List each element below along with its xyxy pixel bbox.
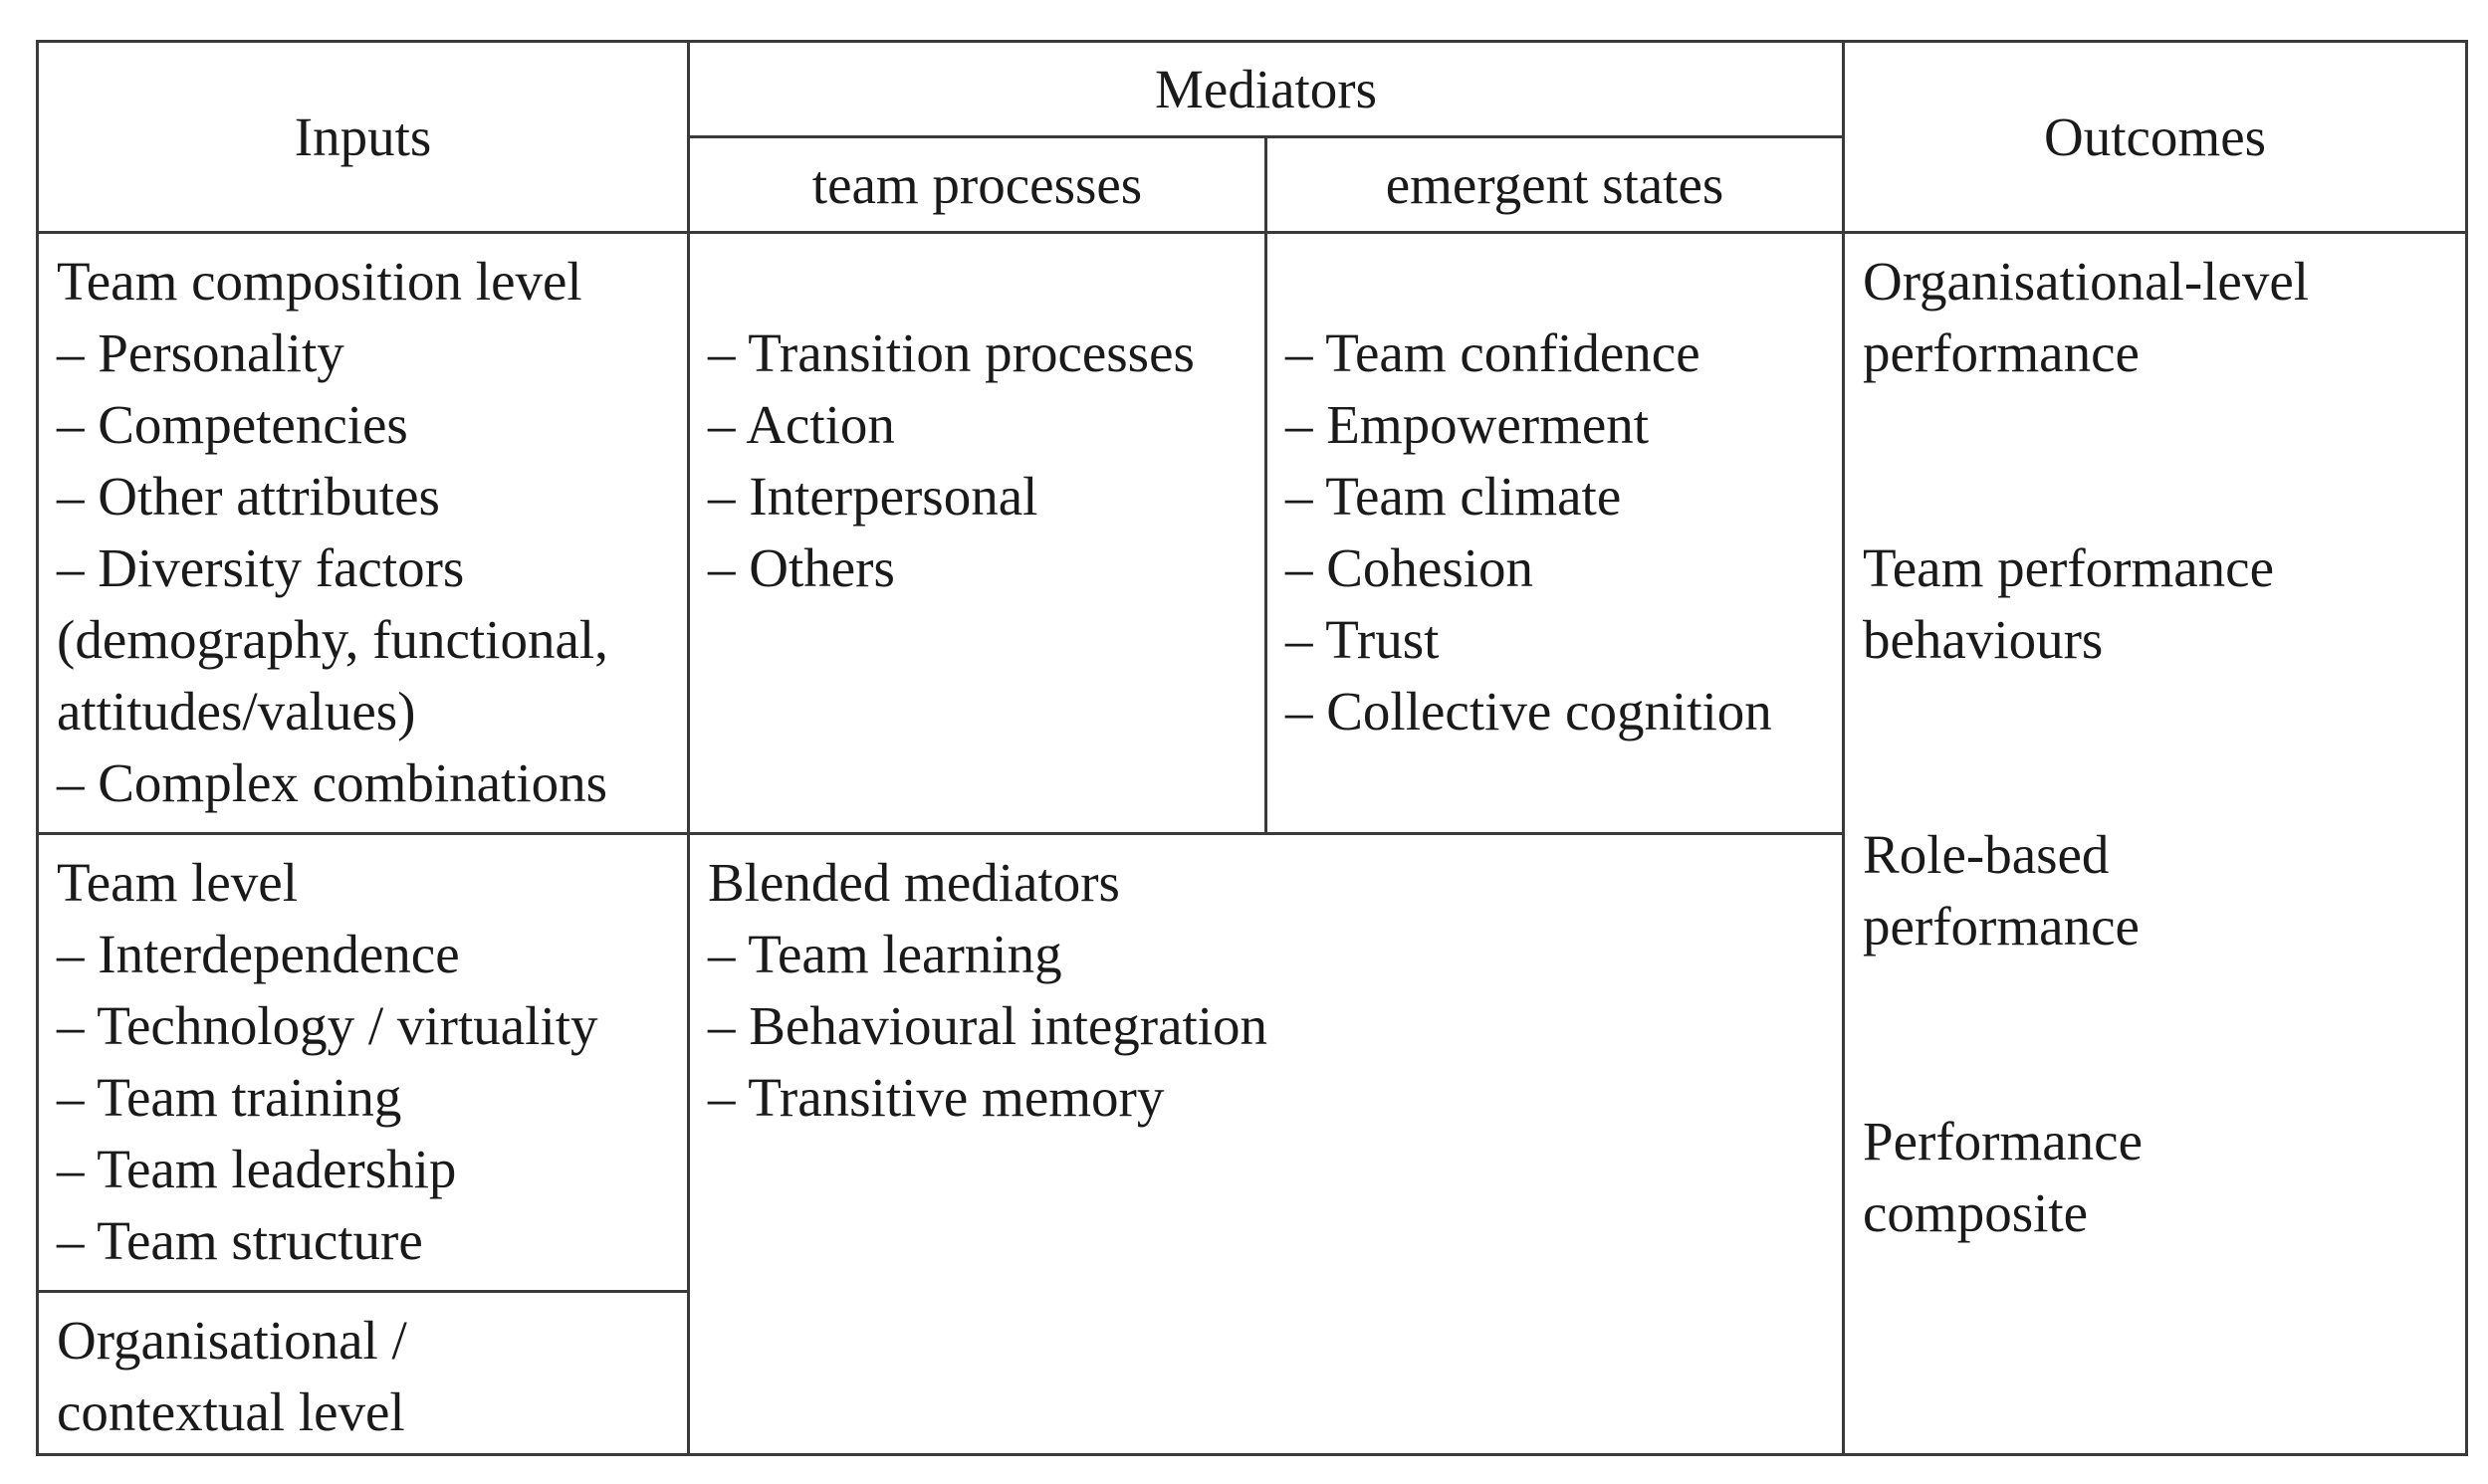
outcome-group: Performance composite [1863, 1106, 2447, 1249]
blended-mediators-item: – Transitive memory [708, 1067, 1165, 1128]
outcome-line: composite [1863, 1182, 2089, 1243]
team-composition-title: Team composition level [57, 251, 582, 312]
outcome-group: Organisational-level performance [1863, 246, 2447, 389]
header-inputs: Inputs [36, 40, 690, 234]
header-outcomes: Outcomes [1842, 40, 2469, 234]
team-level-cell: Team level – Interdependence – Technolog… [36, 832, 690, 1293]
header-emergent-states: emergent states [1263, 135, 1846, 234]
team-composition-item: – Personality [57, 322, 344, 383]
emergent-states-item: – Team confidence [1285, 322, 1700, 383]
team-level-title: Team level [57, 852, 298, 913]
team-processes-item: – Others [708, 537, 895, 598]
blended-mediators-cell: Blended mediators – Team learning – Beha… [686, 832, 1846, 1456]
outcome-line: performance [1863, 322, 2140, 383]
team-processes-cell: – Transition processes – Action – Interp… [687, 231, 1267, 835]
outcome-line: Team performance [1863, 537, 2274, 598]
emergent-states-item: – Trust [1285, 609, 1440, 670]
outcome-line: Role-based [1863, 824, 2110, 885]
emergent-states-item: – Collective cognition [1285, 681, 1772, 742]
outcome-line: Performance [1863, 1111, 2143, 1171]
outcomes-cell: Organisational-level performance Team pe… [1842, 231, 2469, 1456]
outcome-group: Team performance behaviours [1863, 532, 2447, 676]
team-processes-item: – Action [708, 394, 895, 455]
organisational-level-cell: Organisational / contextual level [36, 1290, 690, 1456]
emergent-states-item: – Team climate [1285, 466, 1622, 527]
organisational-line: contextual level [57, 1381, 405, 1442]
blended-mediators-item: – Team learning [708, 924, 1062, 984]
header-team-processes: team processes [687, 135, 1267, 234]
header-mediators: Mediators [686, 40, 1846, 138]
blended-mediators-title: Blended mediators [708, 852, 1120, 913]
team-composition-item: – Competencies [57, 394, 408, 455]
team-level-item: – Team training [57, 1067, 402, 1128]
outcome-line: behaviours [1863, 609, 2104, 670]
organisational-line: Organisational / [57, 1310, 407, 1371]
team-level-item: – Team structure [57, 1210, 423, 1271]
imo-framework-table: Inputs Mediators Outcomes team processes… [36, 40, 2469, 1456]
emergent-states-item: – Empowerment [1285, 394, 1650, 455]
outcome-line: Organisational-level [1863, 251, 2310, 312]
team-composition-item: – Other attributes [57, 466, 440, 527]
team-processes-item: – Transition processes [708, 322, 1195, 383]
team-composition-item: (demography, functional, [57, 609, 608, 670]
emergent-states-cell: – Team confidence – Empowerment – Team c… [1263, 231, 1846, 835]
team-composition-item: attitudes/values) [57, 681, 416, 742]
team-level-item: – Interdependence [57, 924, 460, 984]
outcome-group: Role-based performance [1863, 819, 2447, 962]
team-level-item: – Team leadership [57, 1139, 457, 1199]
team-composition-item: – Diversity factors [57, 537, 465, 598]
team-processes-item: – Interpersonal [708, 466, 1038, 527]
outcome-line: performance [1863, 896, 2140, 956]
team-composition-cell: Team composition level – Personality – C… [36, 231, 690, 835]
team-composition-item: – Complex combinations [57, 752, 608, 813]
team-level-item: – Technology / virtuality [57, 995, 598, 1056]
emergent-states-item: – Cohesion [1285, 537, 1534, 598]
blended-mediators-item: – Behavioural integration [708, 995, 1268, 1056]
